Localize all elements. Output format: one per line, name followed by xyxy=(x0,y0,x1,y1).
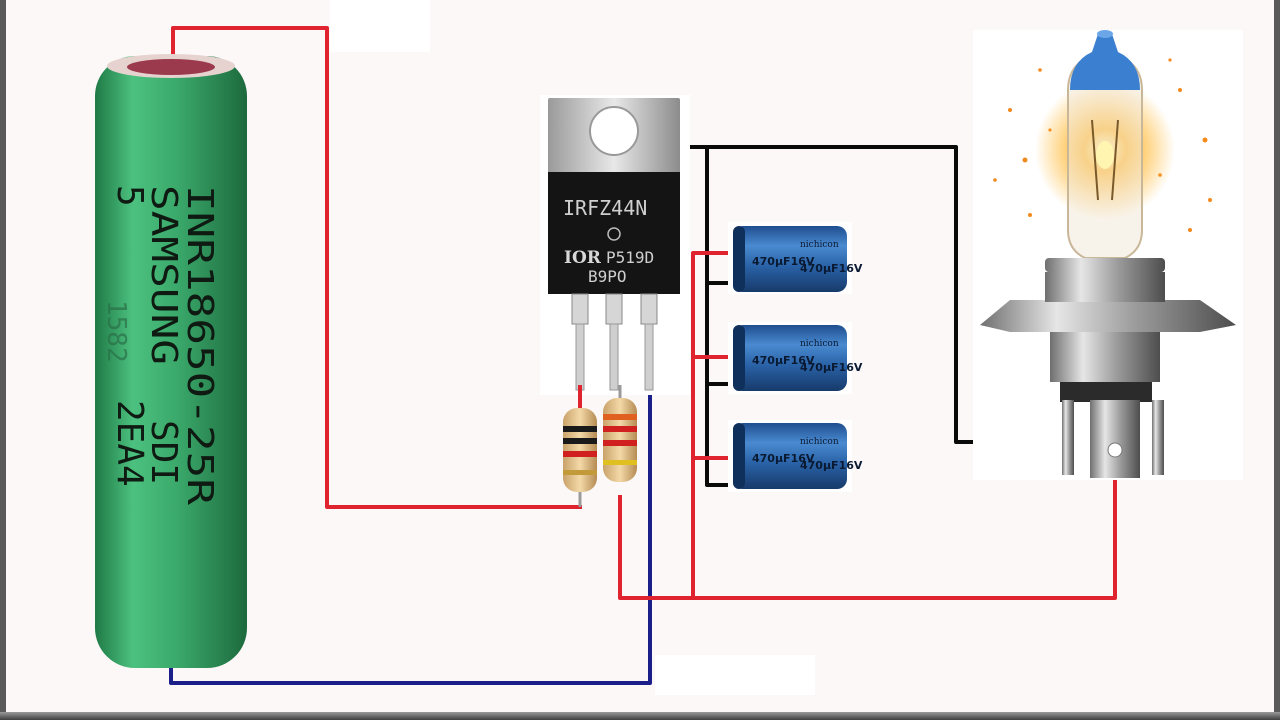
battery-label-brand: SAMSUNG xyxy=(143,185,184,365)
mosfet-part-number: IRFZ44N xyxy=(563,196,647,220)
battery-label-lot: 2EA4 xyxy=(109,400,150,487)
frame-bottom-edge xyxy=(0,712,1280,720)
capacitor-positive-bus xyxy=(691,251,735,598)
capacitor-negative-bus xyxy=(705,147,735,487)
capacitor-1-brand: nichicon xyxy=(800,240,839,250)
mosfet-code1: P519D xyxy=(606,248,654,267)
capacitor-2-rating: 470μF16V xyxy=(752,354,815,367)
background-patch xyxy=(330,0,430,52)
positive-wire-battery xyxy=(171,26,582,509)
wires xyxy=(169,26,1117,685)
battery-label-sdi: SDI xyxy=(143,420,184,485)
halogen-bulb xyxy=(973,30,1243,480)
battery-stamp: 1582 xyxy=(101,300,131,363)
battery-label-model: INR18650-25R xyxy=(179,185,220,505)
mosfet-logo: IOR xyxy=(564,248,602,268)
negative-wire-battery xyxy=(169,393,652,685)
frame-left-edge xyxy=(0,0,6,720)
battery-label-digit: 5 xyxy=(109,185,150,207)
resistor-left xyxy=(563,385,597,507)
background-patch xyxy=(655,655,815,695)
capacitor-3: 470μF16V nichicon 470μF16V xyxy=(728,420,863,492)
frame-right-edge xyxy=(1274,0,1280,720)
resistor-right xyxy=(603,385,637,482)
mosfet-irfz44n: IRFZ44N IOR P519D B9PO xyxy=(540,95,690,395)
capacitor-1-rating: 470μF16V xyxy=(752,255,815,268)
mosfet-code2: B9PO xyxy=(588,267,627,286)
capacitor-2: 470μF16V nichicon 470μF16V xyxy=(728,322,863,394)
capacitor-3-rating: 470μF16V xyxy=(752,452,815,465)
battery-18650: INR18650-25R SAMSUNG 5 SDI 2EA4 1582 xyxy=(95,54,247,668)
capacitor-1: 470μF16V nichicon 470μF16V xyxy=(728,222,863,294)
capacitor-2-rating2: 470μF16V xyxy=(800,361,863,374)
positive-bus xyxy=(618,470,1117,600)
capacitor-3-brand: nichicon xyxy=(800,437,839,447)
capacitor-2-brand: nichicon xyxy=(800,339,839,349)
capacitor-3-rating2: 470μF16V xyxy=(800,459,863,472)
capacitor-1-rating2: 470μF16V xyxy=(800,262,863,275)
